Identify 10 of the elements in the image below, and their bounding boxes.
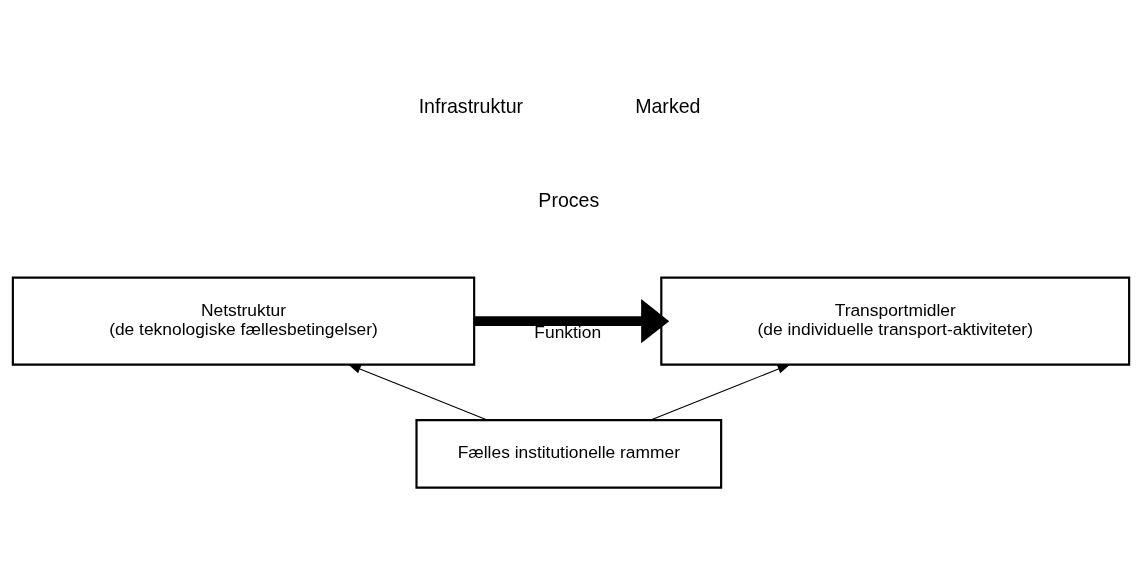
arrow	[650, 363, 791, 421]
arrow	[347, 363, 488, 421]
label: Proces	[538, 188, 600, 211]
edge-label: Funktion	[534, 321, 602, 342]
arrow	[474, 298, 670, 343]
node-box: Fælles institutionelle rammer	[415, 418, 723, 489]
label: Marked	[635, 94, 701, 117]
node-box: Transportmidler (de individuelle transport-aktiviteter)	[660, 276, 1131, 366]
node-box: Netstruktur (de teknologiske fællesbetingelser)	[11, 276, 476, 366]
label: Infrastruktur	[418, 94, 524, 117]
